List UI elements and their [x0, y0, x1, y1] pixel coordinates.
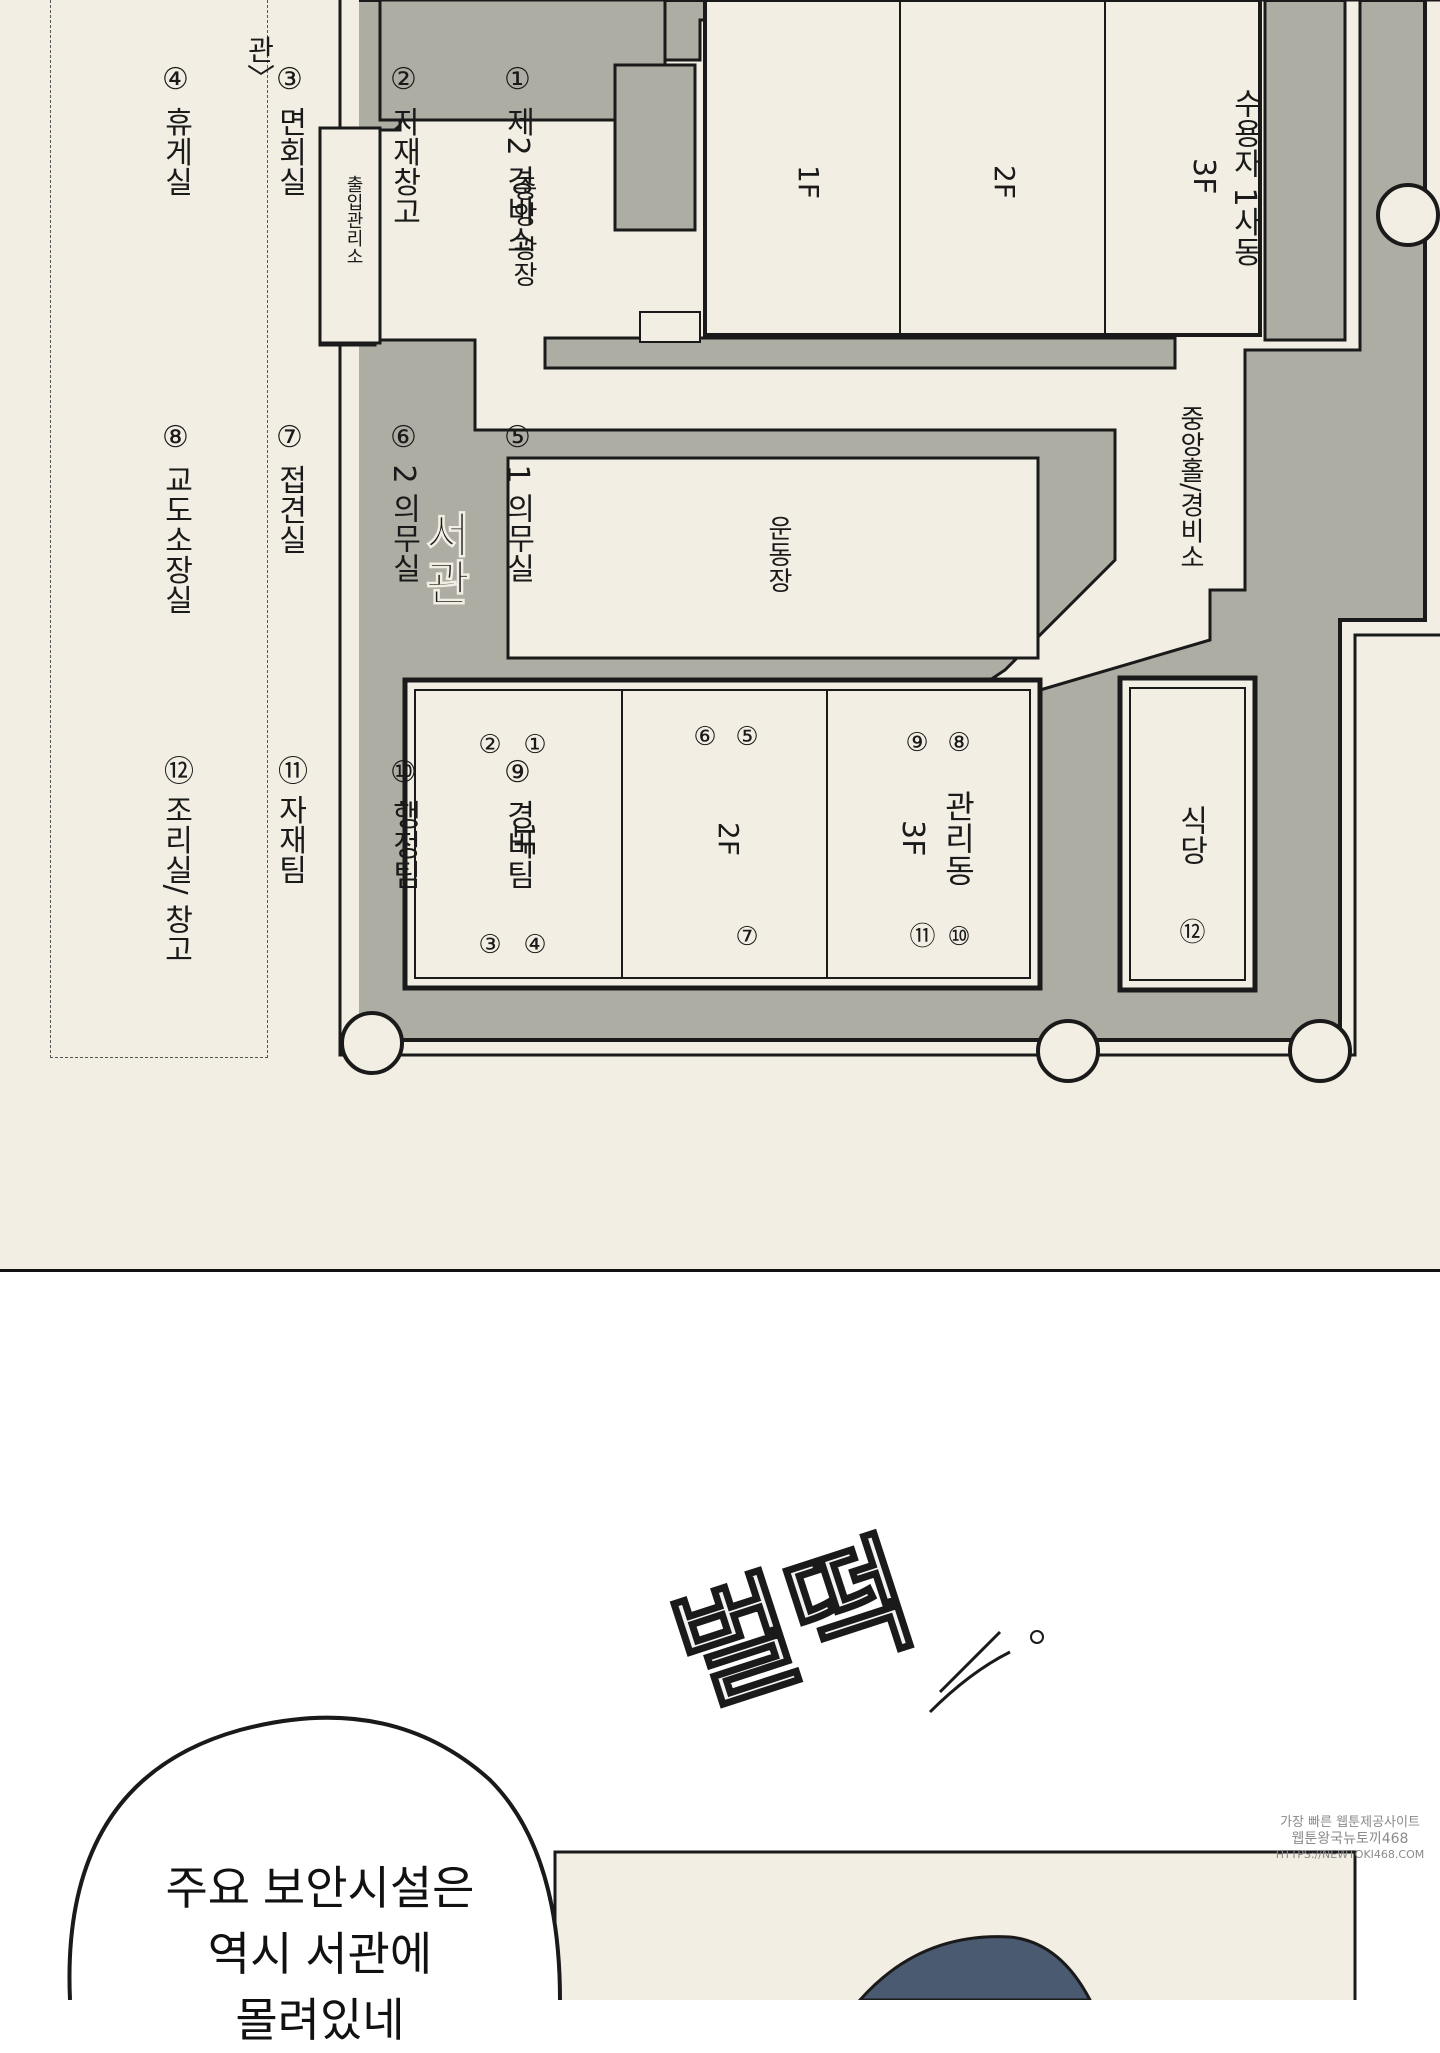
marker: ⑫	[1175, 918, 1205, 944]
building-1-floor-3: 3F	[1186, 158, 1221, 195]
building-1-floor-2: 2F	[988, 165, 1021, 199]
marker: ⑥	[690, 722, 720, 752]
legend-item: ⑩ 행정팀	[386, 755, 421, 890]
marker: ②	[475, 730, 505, 760]
legend-item: ⑦ 접견실	[272, 420, 307, 555]
cafeteria-label: 식당	[1173, 805, 1208, 865]
legend-item: ④ 휴게실	[158, 62, 193, 197]
marker: ⑩	[944, 922, 974, 952]
speech-line: 몰려있네	[235, 1994, 405, 2046]
legend-east: ① 제2 경비소 ② 자재창고 ③ 면회실 ④ 휴게실	[80, 62, 612, 255]
central-hall-label: 중앙홀/경비소	[1175, 405, 1205, 570]
speech-bubble	[67, 1715, 562, 2000]
tower	[1036, 1019, 1100, 1083]
legend-item: ⑪ 자재팀	[272, 755, 307, 885]
access-office-label: 출입관리소	[343, 175, 364, 265]
tower	[340, 1011, 404, 1075]
speech-bubble-text: 주요 보안시설은 역시 서관에 몰려있네	[110, 1855, 530, 2053]
sports-field	[506, 456, 1040, 660]
watermark-line: 가장 빠른 웹툰제공사이트	[1280, 1815, 1420, 1830]
admin-floor-1: 1F	[508, 822, 541, 856]
legend-item: ② 자재창고	[386, 62, 421, 227]
west-wing-label: 서관	[415, 510, 472, 607]
legend-item: ⑨ 경비팀	[500, 755, 535, 890]
marker: ⑧	[944, 728, 974, 758]
admin-floor-2: 2F	[712, 822, 745, 856]
building-1-title: 수용자 1사동	[1227, 88, 1262, 267]
marker: ⑤	[732, 722, 762, 752]
access-office	[318, 126, 382, 345]
tower	[1288, 1019, 1352, 1083]
legend-mid: ⑤ 1 의무실 ⑥ 2 의무실 ⑦ 접견실 ⑧ 교도소장실	[80, 420, 612, 615]
legend-item: ③ 면회실	[272, 62, 307, 197]
legend-item: ① 제2 경비소	[500, 62, 535, 256]
prison-map	[318, 0, 1440, 1083]
marker: ⑦	[732, 922, 762, 952]
map-panel: 관〉 ① 제2 경비소 ② 자재창고 ③ 면회실 ④ 휴게실 ⑤ 1 의무실 ⑥…	[0, 0, 1440, 1272]
legend-item: ⑧ 교도소장실	[158, 420, 193, 615]
speech-line: 역시 서관에	[207, 1928, 433, 1980]
legend-box	[50, 0, 268, 1058]
admin-floor-3: 3F	[895, 820, 930, 857]
marker: ③	[475, 930, 505, 960]
central-plaza-label: 중앙 광장	[508, 175, 538, 288]
admin-title: 관리동	[939, 790, 977, 886]
marker: ①	[520, 730, 550, 760]
marker: ⑪	[905, 922, 935, 948]
legend-item: ⑫ 조리실/ 창고	[158, 755, 193, 965]
comic-lower-panel	[553, 1630, 1357, 2000]
admin-building	[402, 677, 1043, 991]
speech-line: 주요 보안시설은	[165, 1862, 475, 1914]
marker: ⑨	[902, 728, 932, 758]
legend-item: ⑤ 1 의무실	[500, 420, 535, 584]
marker: ④	[520, 930, 550, 960]
legend-header: 관〉	[243, 35, 276, 92]
building-1	[703, 0, 1262, 337]
legend-item: ⑥ 2 의무실	[386, 420, 421, 584]
building-1-floor-1: 1F	[792, 165, 825, 199]
sports-field-label: 운동장	[763, 515, 793, 593]
watermark: 가장 빠른 웹툰제공사이트 웹툰왕국뉴토끼468 HTTPS://NEWTOKI…	[1270, 1815, 1430, 1863]
watermark-line: 웹툰왕국뉴토끼468	[1291, 1831, 1409, 1847]
tower	[1376, 183, 1440, 247]
cafeteria	[1117, 675, 1258, 993]
legend-west: ⑨ 경비팀 ⑩ 행정팀 ⑪ 자재팀 ⑫ 조리실/ 창고	[80, 755, 612, 964]
watermark-line: HTTPS://NEWTOKI468.COM	[1275, 1848, 1425, 1861]
